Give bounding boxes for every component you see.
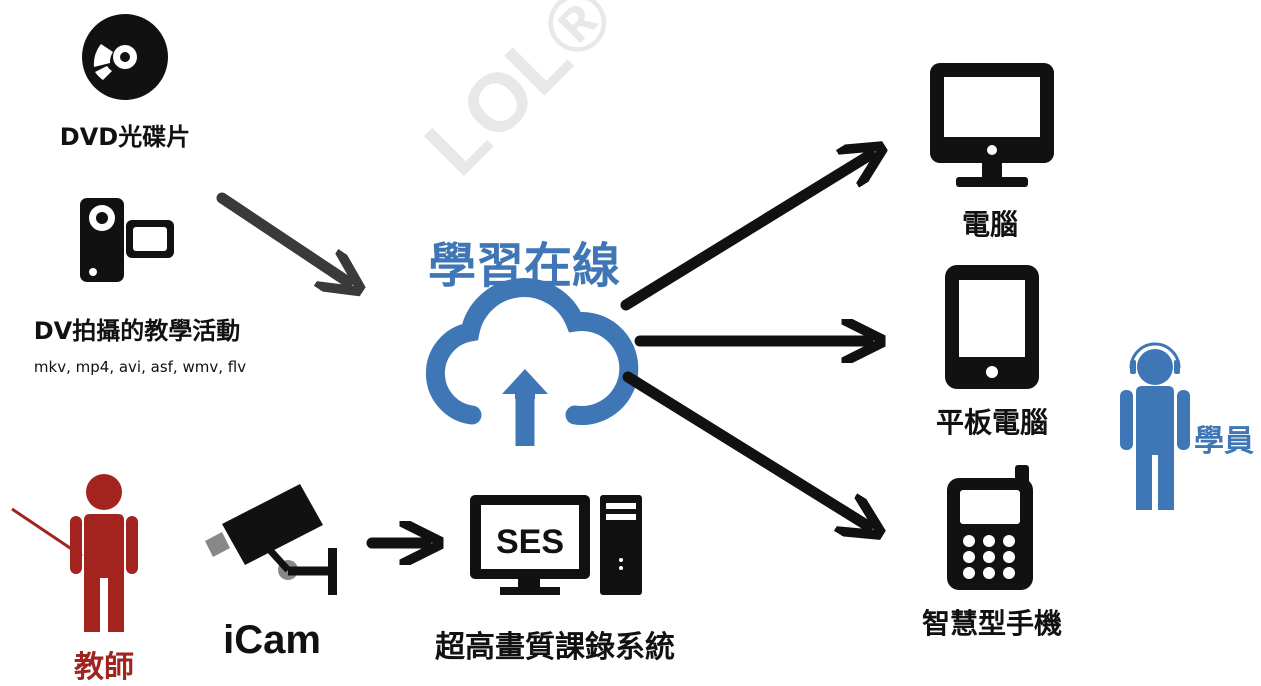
learner-label: 學員 — [1194, 424, 1254, 459]
video-formats-label: mkv, mp4, avi, asf, wmv, flv — [33, 358, 247, 376]
center-title: 學習在線 — [427, 238, 621, 294]
security-camera-icon — [205, 484, 337, 595]
teacher-figure-icon — [11, 474, 138, 632]
pc-label: 電腦 — [961, 208, 1019, 241]
dv-activity-label: DV拍攝的教學活動 — [33, 317, 241, 345]
recorder-label: 超高畫質課錄系統 — [435, 630, 675, 665]
pc-tower-icon — [600, 495, 642, 595]
tablet-icon — [945, 265, 1039, 389]
arrow-cloud-to-phone — [622, 371, 868, 526]
dvd-disc-icon — [82, 14, 168, 100]
camera-label: iCam — [223, 618, 321, 662]
ses-monitor-icon — [470, 495, 590, 595]
arrow-sources-to-cloud — [216, 192, 348, 282]
ses-screen-text: SES — [496, 523, 564, 561]
teacher-label: 教師 — [74, 650, 134, 685]
tablet-label: 平板電腦 — [935, 406, 1049, 439]
camcorder-icon — [80, 198, 174, 282]
pc-monitor-icon — [930, 63, 1054, 187]
cloud-upload-icon — [425, 278, 639, 446]
dvd-label: DVD光碟片 — [59, 123, 191, 151]
mobile-phone-icon — [947, 465, 1033, 590]
learner-figure-icon — [1120, 342, 1190, 510]
phone-label: 智慧型手機 — [921, 607, 1063, 640]
arrow-cloud-to-pc — [620, 155, 870, 311]
watermark-text: LOL® — [408, 0, 631, 193]
